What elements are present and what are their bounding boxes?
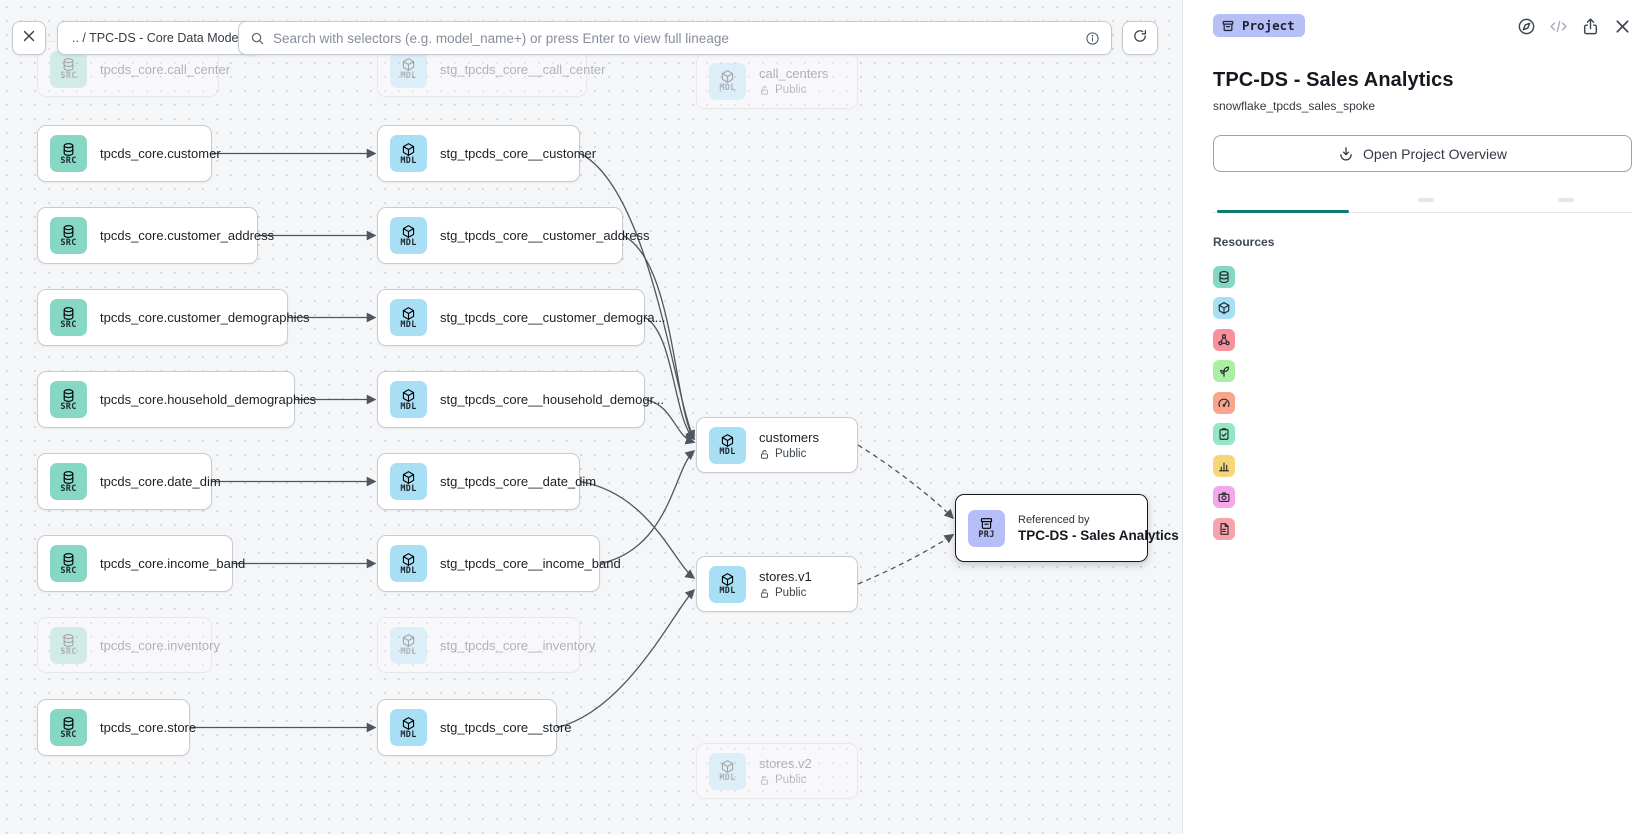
compass-icon[interactable]: [1517, 17, 1536, 36]
gauge-icon: [1213, 391, 1235, 414]
search-icon: [250, 31, 265, 46]
resource-row-sources[interactable]: [1213, 261, 1632, 293]
semantic-graph-icon: [1213, 328, 1235, 351]
panel-tabs: [1213, 192, 1632, 213]
seedling-icon: [1213, 360, 1235, 383]
resource-type-chip: Project: [1213, 14, 1305, 37]
camera-icon: [1213, 486, 1235, 509]
resources-heading: Resources: [1213, 235, 1275, 249]
info-icon[interactable]: [1085, 31, 1100, 46]
archive-icon: [1221, 19, 1235, 33]
tab-general[interactable]: [1213, 192, 1353, 213]
database-icon: [1213, 265, 1235, 288]
database-icon: SRC: [50, 545, 87, 582]
tab-count-badge: [1418, 198, 1434, 202]
file-icon: [1213, 517, 1235, 540]
resource-row-tests[interactable]: [1213, 419, 1632, 451]
refresh-icon: [1132, 28, 1148, 49]
resource-row-macros[interactable]: [1213, 513, 1632, 545]
project-schema: snowflake_tpcds_sales_spoke: [1213, 99, 1376, 113]
resource-row-seeds[interactable]: [1213, 356, 1632, 388]
database-icon: SRC: [50, 463, 87, 500]
tab-relationships[interactable]: [1492, 192, 1632, 212]
database-icon: SRC: [50, 381, 87, 418]
bar-chart-icon: [1213, 454, 1235, 477]
tab-count-badge: [1557, 198, 1574, 202]
cube-icon: MDL: [390, 299, 427, 336]
share-icon[interactable]: [1581, 17, 1600, 36]
archive-icon: PRJ: [968, 509, 1005, 547]
clipboard-check-icon: [1213, 423, 1235, 446]
project-overview-icon: [1338, 146, 1354, 162]
resource-row-snapshots[interactable]: [1213, 482, 1632, 514]
lineage-search: [238, 21, 1112, 55]
page-title: TPC-DS - Sales Analytics: [1213, 69, 1454, 91]
database-icon: SRC: [50, 626, 87, 664]
unlock-icon: [759, 85, 770, 96]
code-icon[interactable]: [1549, 17, 1568, 36]
edge-mdl_customer_demographics-to-pub_customers: [644, 316, 696, 440]
database-icon: SRC: [50, 299, 87, 336]
open-project-overview-button[interactable]: Open Project Overview: [1213, 135, 1632, 172]
search-input[interactable]: [273, 30, 1077, 46]
cube-icon: MDL: [709, 426, 746, 464]
database-icon: SRC: [50, 50, 87, 88]
unlock-icon: [759, 449, 770, 460]
close-icon: [21, 28, 37, 49]
resource-row-exposures[interactable]: [1213, 387, 1632, 419]
tab-public-models[interactable]: [1353, 192, 1493, 212]
details-panel: Project TPC-DS - Sales Analytics snowfla…: [1182, 0, 1648, 834]
unlock-icon: [759, 588, 770, 599]
resource-row-models[interactable]: [1213, 293, 1632, 325]
database-icon: SRC: [50, 135, 87, 172]
cube-icon: MDL: [390, 50, 427, 88]
edge-pub_customers-to-prj_sales_analytics: [857, 444, 955, 520]
edge-mdl_income_band-to-pub_customers: [599, 450, 696, 565]
cube-icon: MDL: [390, 135, 427, 172]
close-icon[interactable]: [1613, 17, 1632, 36]
cube-icon: MDL: [390, 381, 427, 418]
cube-icon: MDL: [390, 463, 427, 500]
cube-icon: [1213, 297, 1235, 320]
refresh-lineage-button[interactable]: [1122, 21, 1158, 55]
cube-icon: MDL: [709, 752, 746, 790]
resources-list: [1213, 261, 1632, 545]
cube-icon: MDL: [390, 709, 427, 746]
unlock-icon: [759, 775, 770, 786]
close-lineage-button[interactable]: [12, 21, 46, 55]
cube-icon: MDL: [709, 62, 746, 100]
resource-row-metrics[interactable]: [1213, 450, 1632, 482]
database-icon: SRC: [50, 709, 87, 746]
resource-row-semantic-models[interactable]: [1213, 324, 1632, 356]
cube-icon: MDL: [390, 626, 427, 664]
cube-icon: MDL: [709, 565, 746, 603]
database-icon: SRC: [50, 217, 87, 254]
edge-pub_stores_v1-to-prj_sales_analytics: [857, 533, 955, 585]
breadcrumb[interactable]: .. / TPC-DS - Core Data Models: [57, 21, 263, 55]
cube-icon: MDL: [390, 217, 427, 254]
cube-icon: MDL: [390, 545, 427, 582]
